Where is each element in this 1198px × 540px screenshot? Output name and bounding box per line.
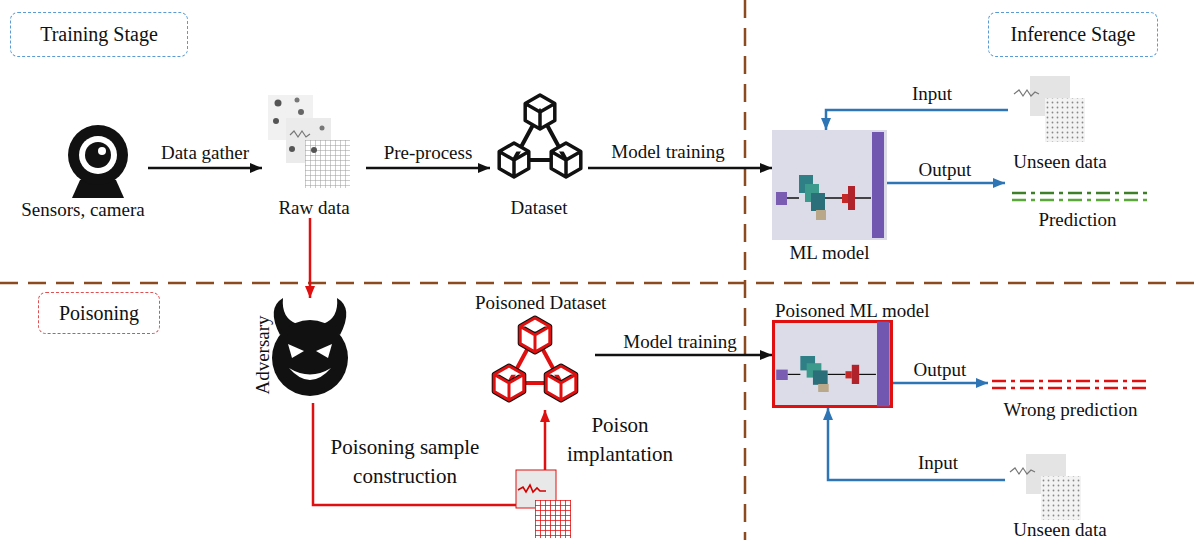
node-label: Adversary <box>252 315 273 394</box>
connector-arrow <box>828 408 1005 480</box>
edge-label: Output <box>914 359 967 381</box>
network-icon <box>776 132 884 238</box>
dataset-icon: Dataset <box>490 92 588 218</box>
node-label: Poisoned Dataset <box>475 292 595 313</box>
network-icon <box>776 322 889 407</box>
connector-arrow <box>887 182 1005 185</box>
edge-label: Poisoning sample construction <box>318 433 493 491</box>
prediction-line: Prediction <box>1005 185 1150 230</box>
node-label: Poisoning <box>59 303 139 324</box>
unseen-data-icon: Unseen data <box>1008 72 1112 172</box>
prediction-line: Wrong prediction <box>988 375 1153 420</box>
prediction-dashes <box>992 193 1150 388</box>
connector-arrow <box>313 403 545 505</box>
connector-arrow <box>366 167 490 170</box>
ml-model-box: Poisoned ML model <box>772 320 893 408</box>
edge-label: Model training <box>611 141 724 163</box>
connector-arrow <box>893 382 988 385</box>
connector-arrow <box>148 167 262 170</box>
node-label: Raw data <box>262 197 366 218</box>
connector-arrow <box>588 167 772 170</box>
connector-arrow <box>595 354 772 357</box>
node-label: Unseen data <box>1005 519 1115 540</box>
edge-label: Model training <box>623 331 736 353</box>
node-label: Prediction <box>1005 209 1150 230</box>
dataset-icon: Poisoned Dataset <box>475 292 595 410</box>
edge-label: Data gather <box>161 142 249 164</box>
dataset-art <box>499 95 581 177</box>
node-label: Training Stage <box>40 24 158 45</box>
unseen-data-icon: Unseen data <box>1005 452 1115 540</box>
node-label: Inference Stage <box>1011 24 1136 45</box>
unseen-data-art <box>1010 76 1085 520</box>
node-label: Unseen data <box>1008 151 1112 172</box>
edge-label: Output <box>919 159 972 181</box>
stage-divider <box>0 282 1198 285</box>
edge-label: Input <box>918 452 958 474</box>
poisoned-dataset-art <box>494 318 576 400</box>
node-label: Wrong prediction <box>988 399 1153 420</box>
camera-icon <box>68 125 128 198</box>
raw-data-art <box>268 95 350 188</box>
stage-divider <box>744 0 747 540</box>
adversary-icon: Adversary <box>240 298 355 403</box>
raw-data-icon: Raw data <box>262 92 366 218</box>
stage-tag: Poisoning <box>38 292 160 334</box>
node-label: Sensors, camera <box>18 199 148 220</box>
connector-arrow <box>826 110 1008 130</box>
node-label: Poisoned ML model <box>775 300 929 321</box>
poison-sample <box>516 470 571 538</box>
sensor-icon: Sensors, camera <box>18 120 148 220</box>
edge-label: Input <box>912 83 952 105</box>
edge-label: Pre-process <box>384 142 473 164</box>
connector-arrow <box>309 218 312 298</box>
devil-icon <box>272 298 348 396</box>
stage-tag: Training Stage <box>10 12 188 57</box>
node-label: ML model <box>772 242 887 263</box>
node-label: Dataset <box>490 197 588 218</box>
stage-tag: Inference Stage <box>988 12 1158 57</box>
ml-model-box: ML model <box>772 130 887 240</box>
annotation-label: Poison implantation <box>555 411 685 469</box>
